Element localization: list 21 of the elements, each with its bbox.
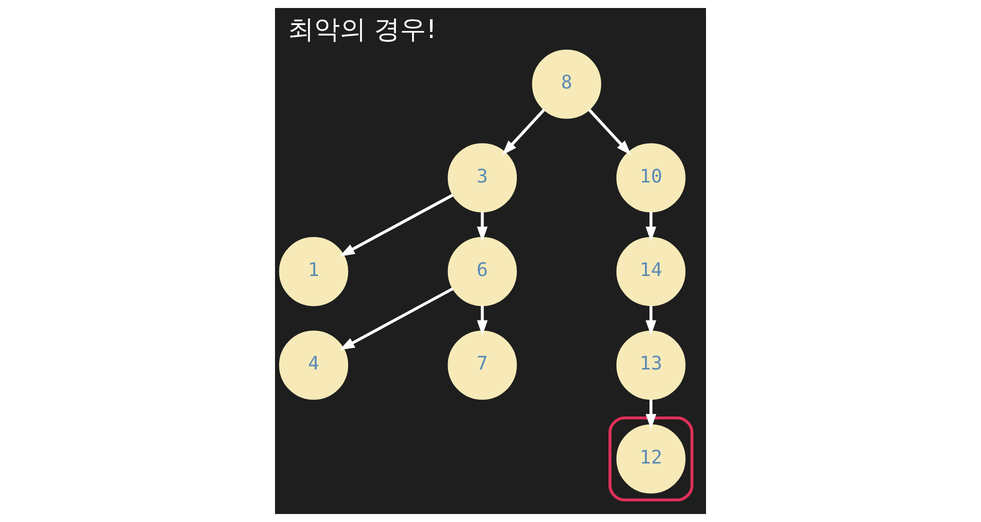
cluster — [608, 416, 694, 502]
arrow — [646, 306, 656, 336]
node-circle: 3 — [448, 143, 517, 212]
arrow — [588, 108, 632, 156]
node-circle: 10 — [616, 143, 686, 212]
node-circle: 13 — [616, 330, 686, 400]
diagram-title: 최악의 경우! — [288, 15, 437, 46]
arrow — [502, 108, 546, 156]
node-circle: 7 — [448, 330, 517, 400]
node-circle: 8 — [532, 50, 602, 119]
arrow — [339, 287, 454, 350]
arrow — [476, 306, 488, 336]
node-circle: 6 — [448, 236, 517, 306]
arrow — [646, 399, 656, 430]
node-circle: 12 — [616, 424, 686, 494]
arrow — [646, 212, 656, 242]
node-circle: 14 — [616, 236, 686, 306]
node-circle: 4 — [279, 330, 348, 400]
node-circle: 1 — [279, 236, 348, 306]
arrow — [339, 194, 454, 256]
arrow — [476, 212, 488, 242]
